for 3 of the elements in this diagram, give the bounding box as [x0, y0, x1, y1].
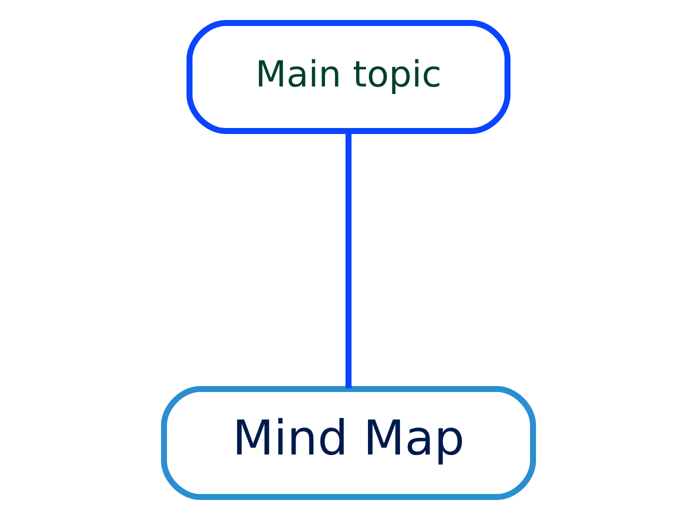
node-box: Mind Map	[160, 386, 536, 500]
connector	[345, 131, 351, 388]
node-box: Main topic	[186, 20, 510, 134]
